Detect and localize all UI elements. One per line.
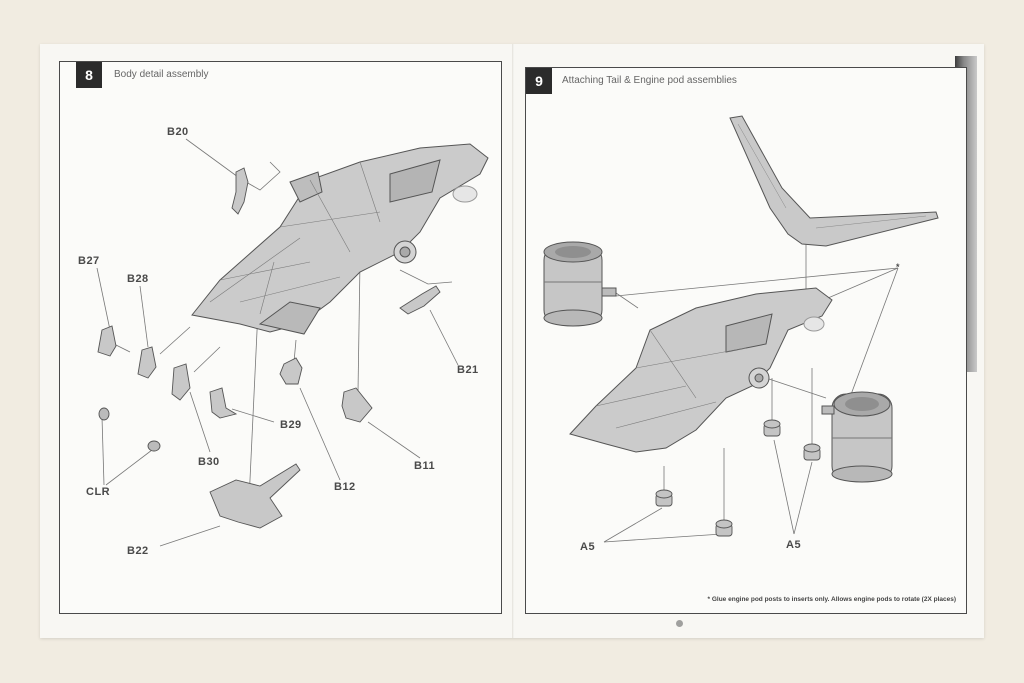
step-8-diagram: B20 B27 B28 B21 B29 B30 CLR B12 B11 B22 <box>78 126 489 557</box>
clr-leader-a <box>101 416 105 486</box>
label-asterisk: * <box>896 262 900 272</box>
b30-leader <box>189 391 211 453</box>
guide-b27 <box>113 343 131 353</box>
label-b21: B21 <box>457 364 479 376</box>
a5-left-leader-a <box>603 507 663 543</box>
b28-leader <box>139 285 149 348</box>
tail-detail-lines <box>737 123 927 229</box>
label-a5-right: A5 <box>786 539 801 551</box>
guide-b30 <box>193 346 221 373</box>
step-8-panel: 8 Body detail assembly <box>59 61 502 614</box>
guide-left-pod-arm <box>615 292 639 309</box>
step-9-number: 9 <box>526 68 552 94</box>
step-9-diagram: A5 A5 * <box>543 115 939 553</box>
clr-leader-b <box>105 449 153 486</box>
part-b22 <box>209 463 301 529</box>
label-b20: B20 <box>167 126 189 138</box>
glue-note: * Glue engine pod posts to inserts only.… <box>707 596 956 603</box>
hull-panel-lines-step9 <box>595 329 747 429</box>
b12-leader <box>299 387 341 481</box>
label-b22: B22 <box>127 545 149 557</box>
b21-leader <box>429 309 459 366</box>
b27-leader <box>96 267 111 331</box>
part-b12 <box>279 357 303 385</box>
post-a5-4 <box>655 489 673 507</box>
hull-body-step9 <box>569 287 833 453</box>
post-a5-3 <box>715 519 733 537</box>
guide-b20 <box>245 161 281 191</box>
part-clr-b <box>147 440 161 452</box>
step-9-panel: 9 Attaching Tail & Engine pod assemblies <box>525 67 967 614</box>
part-clr-a <box>98 407 110 421</box>
part-b30 <box>171 363 191 401</box>
part-b20 <box>231 167 249 215</box>
tail-assembly <box>729 115 939 247</box>
engine-pod-left <box>543 241 617 327</box>
label-b29: B29 <box>280 419 302 431</box>
guide-b11 <box>357 261 361 393</box>
guide-right-pod <box>845 267 899 409</box>
hull-panel-lines <box>209 161 381 315</box>
a5-right-leader-b <box>793 461 813 535</box>
hull-body <box>191 143 489 335</box>
step-9-title: Attaching Tail & Engine pod assemblies <box>562 75 737 86</box>
guide-pod-right-arm <box>765 377 827 399</box>
part-b28 <box>137 346 157 379</box>
guide-b21 <box>399 269 453 285</box>
engine-pod-right <box>821 391 893 483</box>
part-b29 <box>209 387 238 419</box>
post-a5-2 <box>803 443 821 461</box>
label-b11: B11 <box>414 460 435 472</box>
b11-leader <box>367 421 421 459</box>
label-b28: B28 <box>127 273 149 285</box>
step-8-title: Body detail assembly <box>114 69 209 80</box>
guide-left-pod <box>615 267 899 297</box>
a5-right-leader-a <box>773 439 795 535</box>
post-a5-1 <box>763 419 781 437</box>
b20-leader <box>185 138 239 178</box>
part-b11 <box>341 387 373 423</box>
label-clr: CLR <box>86 486 110 498</box>
part-b21 <box>399 285 441 315</box>
label-b12: B12 <box>334 481 356 493</box>
label-b27: B27 <box>78 255 100 267</box>
label-b30: B30 <box>198 456 220 468</box>
step-8-number: 8 <box>76 62 102 88</box>
label-a5-left: A5 <box>580 541 595 553</box>
guide-b28 <box>159 326 191 355</box>
b22-leader <box>159 525 221 547</box>
page-fold <box>512 44 514 638</box>
part-b27 <box>97 325 117 357</box>
a5-left-leader-b <box>603 533 723 543</box>
page-mark <box>676 620 683 627</box>
